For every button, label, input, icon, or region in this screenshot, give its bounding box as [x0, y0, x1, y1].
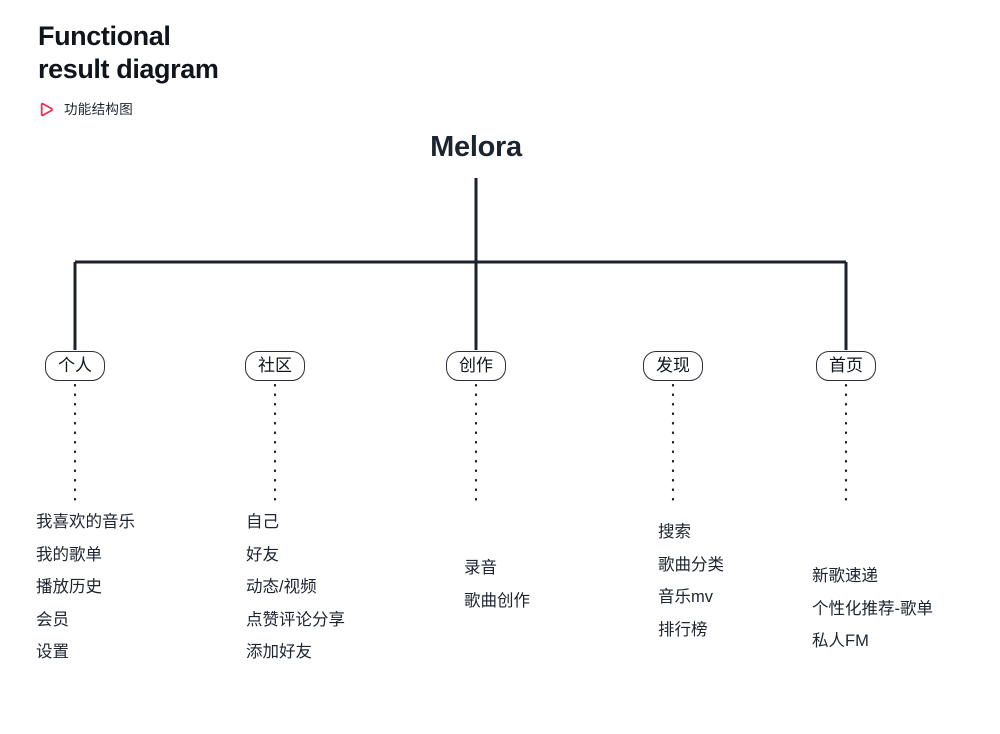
leaf-item[interactable]: 搜索 — [658, 523, 691, 541]
leaf-list-personal: 我喜欢的音乐我的歌单播放历史会员设置 — [36, 514, 135, 661]
leaf-item[interactable]: 私人FM — [812, 632, 869, 650]
leaf-item[interactable]: 会员 — [36, 610, 69, 629]
leaf-item[interactable]: 自己 — [246, 513, 279, 531]
branch-node-community[interactable]: 社区 — [245, 351, 305, 382]
leaf-item[interactable]: 我的歌单 — [36, 545, 102, 564]
header: Functional result diagram 功能结构图 — [38, 20, 458, 118]
leaf-item[interactable]: 我喜欢的音乐 — [36, 513, 135, 531]
leaf-item[interactable]: 个性化推荐-歌单 — [812, 599, 933, 618]
leaf-item[interactable]: 排行榜 — [658, 620, 708, 639]
leaf-item[interactable]: 录音 — [464, 559, 497, 577]
leaf-list-create: 录音歌曲创作 — [464, 560, 530, 609]
leaf-item[interactable]: 好友 — [246, 545, 279, 564]
leaf-list-community: 自己好友动态/视频点赞评论分享添加好友 — [246, 514, 345, 661]
subtitle-label: 功能结构图 — [64, 101, 133, 117]
leaf-list-discover: 搜索歌曲分类音乐mv 排行榜 — [658, 524, 724, 638]
leaf-item[interactable]: 音乐mv — [658, 588, 713, 606]
leaf-item[interactable]: 播放历史 — [36, 578, 102, 596]
branch-node-personal[interactable]: 个人 — [45, 351, 105, 382]
subtitle-row: 功能结构图 — [38, 101, 458, 118]
leaf-list-home: 新歌速递个性化推荐-歌单私人FM — [812, 568, 933, 650]
branch-node-home[interactable]: 首页 — [816, 351, 876, 382]
leaf-item[interactable]: 添加好友 — [246, 643, 312, 661]
leaf-item[interactable]: 歌曲创作 — [464, 591, 530, 610]
branch-node-discover[interactable]: 发现 — [643, 351, 703, 382]
root-node-melora: Melora — [430, 131, 522, 163]
leaf-item[interactable]: 动态/视频 — [246, 578, 317, 596]
leaf-item[interactable]: 点赞评论分享 — [246, 610, 345, 629]
leaf-item[interactable]: 新歌速递 — [812, 567, 878, 585]
leaf-item[interactable]: 设置 — [36, 643, 69, 661]
leaf-item[interactable]: 歌曲分类 — [658, 555, 724, 574]
branch-node-create[interactable]: 创作 — [446, 351, 506, 382]
page-title: Functional result diagram — [38, 21, 219, 84]
play-triangle-icon — [40, 102, 53, 117]
